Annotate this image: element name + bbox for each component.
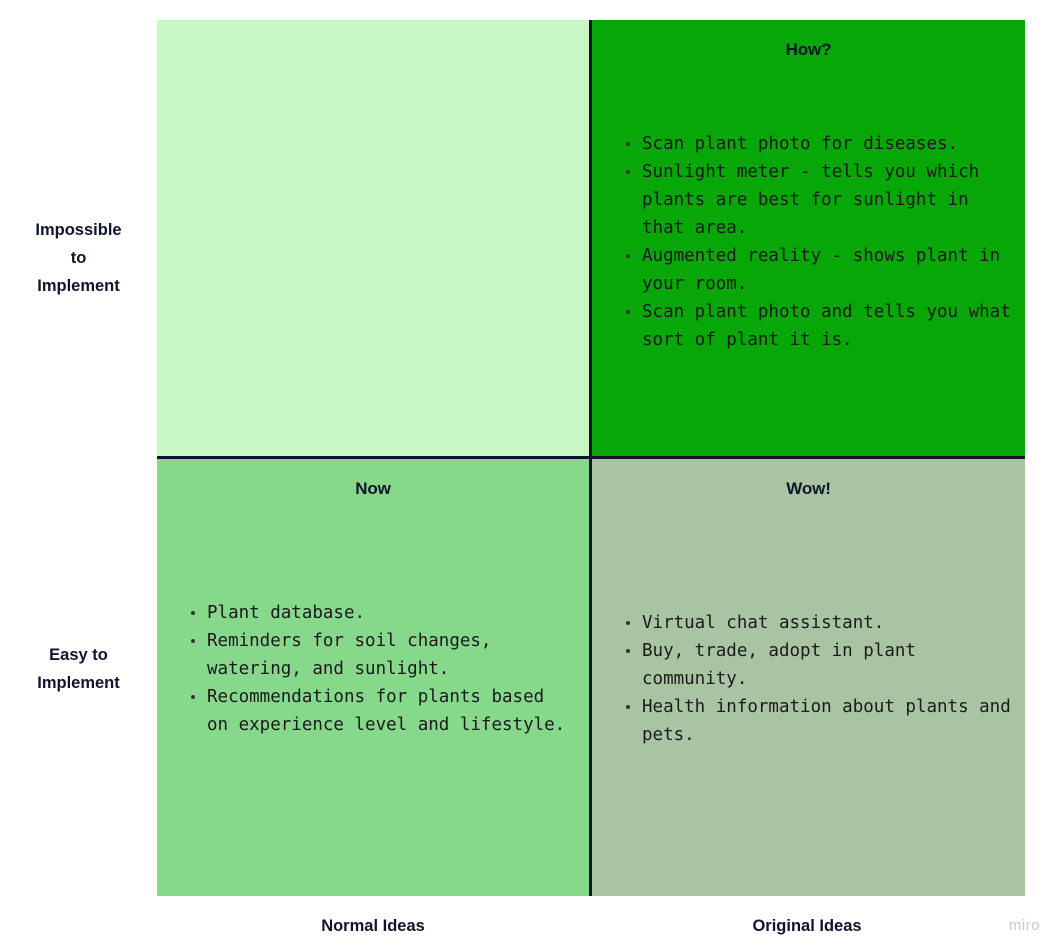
idea-list-wow: Virtual chat assistant. Buy, trade, adop… [622,609,1012,749]
quadrant-matrix: How? Scan plant photo for diseases. Sunl… [157,20,1025,896]
list-item[interactable]: Augmented reality - shows plant in your … [622,242,1012,298]
axis-label-line: Impossible [35,221,122,239]
axis-label-normal-ideas: Normal Ideas [321,917,425,935]
list-item[interactable]: Virtual chat assistant. [622,609,1012,637]
axis-label-easy-to-implement: Easy to Implement [0,641,157,697]
list-item[interactable]: Scan plant photo for diseases. [622,130,1012,158]
list-item[interactable]: Buy, trade, adopt in plant community. [622,637,1012,693]
quadrant-title [157,20,589,40]
quadrant-top-left-empty[interactable] [157,20,589,456]
quadrant-bottom-left-now[interactable]: Now Plant database. Reminders for soil c… [157,456,589,896]
quadrant-title-now: Now [355,479,391,498]
axis-label-impossible-to-implement: Impossible to Implement [0,216,157,300]
list-item[interactable]: Scan plant photo and tells you what sort… [622,298,1012,354]
axis-label-original-ideas: Original Ideas [752,917,862,935]
quadrant-bottom-right-wow[interactable]: Wow! Virtual chat assistant. Buy, trade,… [589,456,1025,896]
quadrant-top-right-how[interactable]: How? Scan plant photo for diseases. Sunl… [589,20,1025,456]
list-item[interactable]: Plant database. [187,599,567,627]
miro-watermark: miro [1008,917,1040,934]
idea-list-how: Scan plant photo for diseases. Sunlight … [622,130,1012,354]
list-item[interactable]: Sunlight meter - tells you which plants … [622,158,1012,242]
axis-label-line: Implement [37,277,120,295]
idea-list-now: Plant database. Reminders for soil chang… [187,599,567,739]
axis-label-line: Implement [37,674,120,692]
axis-label-line: Easy to [49,646,108,664]
quadrant-title-how: How? [785,40,832,59]
axis-label-line: to [70,249,87,267]
list-item[interactable]: Recommendations for plants based on expe… [187,683,567,739]
list-item[interactable]: Reminders for soil changes, watering, an… [187,627,567,683]
quadrant-title-wow: Wow! [786,479,831,498]
list-item[interactable]: Health information about plants and pets… [622,693,1012,749]
